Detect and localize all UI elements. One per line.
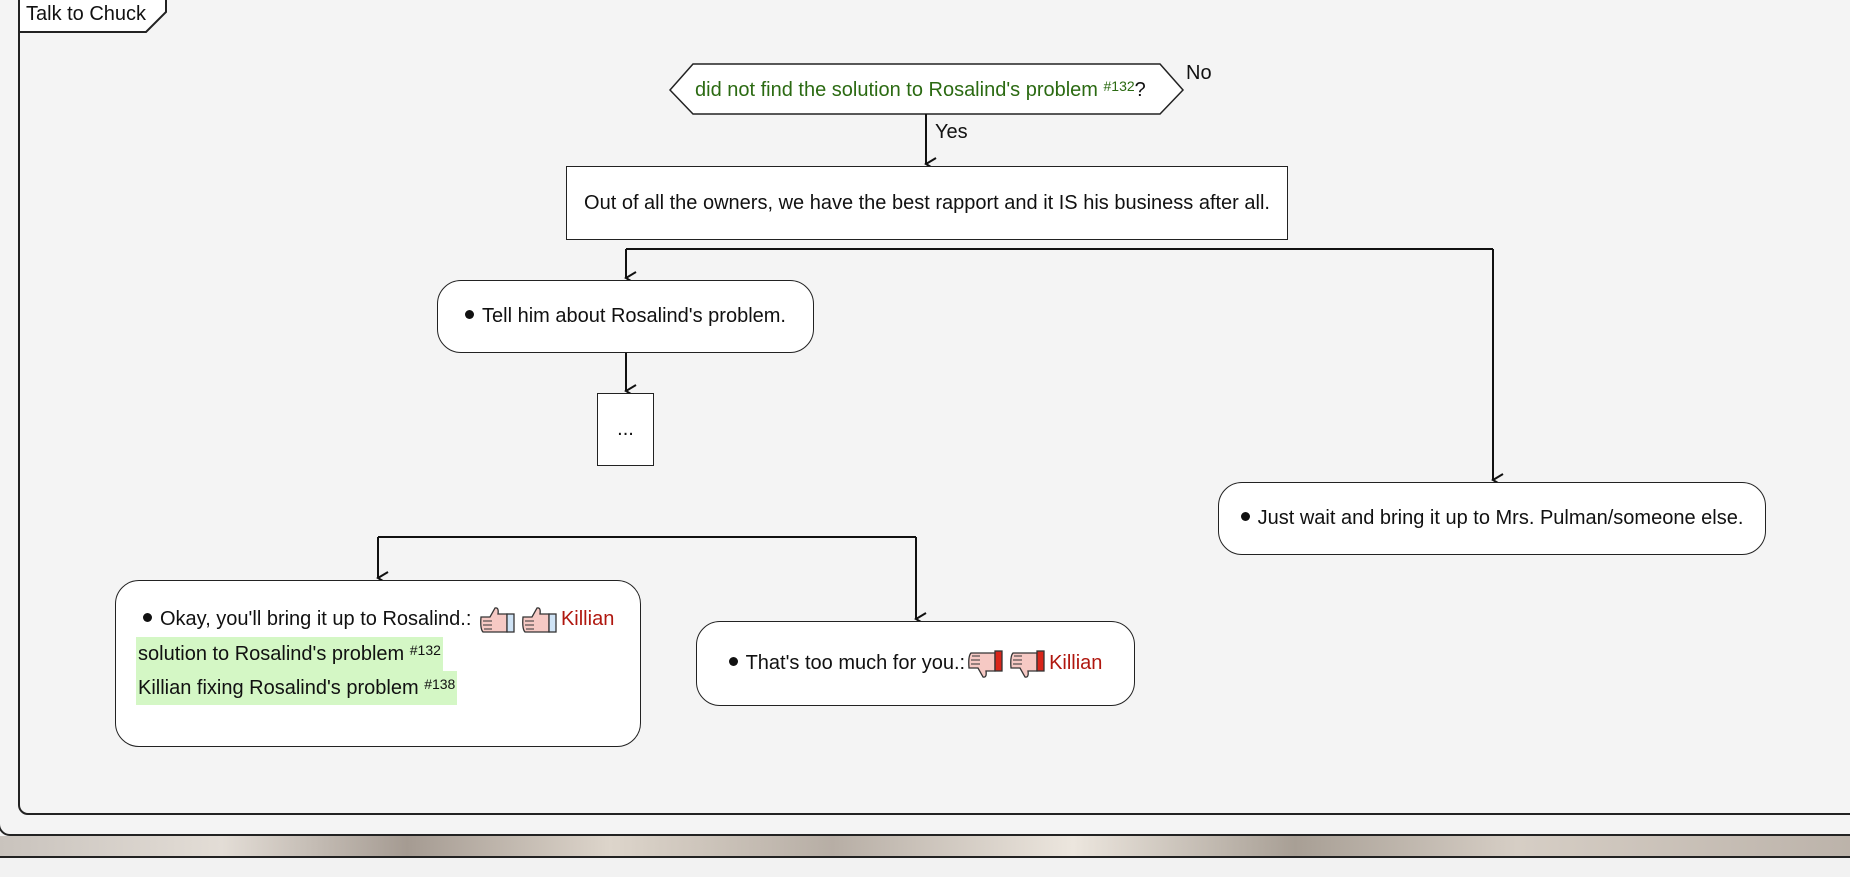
decision-diamond	[668, 63, 1185, 115]
thumbs-up-icon	[480, 606, 515, 633]
flag-text: Killian fixing Rosalind's problem	[138, 677, 419, 699]
flag-ref: #132	[409, 642, 441, 658]
outcome-toomuch-text: That's too much for you.:	[745, 652, 966, 674]
frame-title-tab: Talk to Chuck	[18, 0, 168, 33]
outcome-okay-line: Okay, you'll bring it up to Rosalind.: K…	[143, 603, 640, 635]
bullet-icon	[1240, 512, 1250, 521]
continuation-text: ...	[617, 418, 634, 440]
flag-item: Killian fixing Rosalind's problem #138	[136, 671, 458, 705]
character-name: Killian	[560, 608, 615, 630]
no-label: No	[1186, 62, 1212, 84]
condition-text: did not find the solution to Rosalind's …	[695, 79, 1098, 101]
thumbs-down-icon	[968, 649, 1003, 678]
flag-item: solution to Rosalind's problem #132	[136, 637, 443, 671]
thumbs-up-icon	[522, 606, 557, 633]
bullet-icon	[143, 613, 152, 623]
yes-label: Yes	[935, 121, 968, 143]
condition-ref: #132	[1103, 78, 1135, 94]
flag-list: solution to Rosalind's problem #132 Kill…	[136, 637, 640, 705]
flag-text: solution to Rosalind's problem	[138, 643, 405, 665]
bullet-icon	[465, 310, 475, 319]
tab-outline	[18, 0, 167, 33]
diagram-frame	[18, 0, 1850, 815]
flag-ref: #138	[424, 676, 456, 692]
thumbs-down-icon	[1010, 649, 1045, 678]
statement-text: Out of all the owners, we have the best …	[584, 191, 1270, 214]
decision-condition: did not find the solution to Rosalind's …	[695, 78, 1146, 102]
outcome-okay[interactable]: Okay, you'll bring it up to Rosalind.: K…	[115, 580, 641, 747]
bottom-bar	[0, 856, 1850, 877]
condition-suffix: ?	[1134, 79, 1146, 101]
outcome-toomuch[interactable]: That's too much for you.: Killian	[696, 621, 1135, 706]
continuation-box: ...	[597, 393, 654, 466]
choice-tell[interactable]: Tell him about Rosalind's problem.	[437, 280, 814, 353]
outer-frame	[0, 0, 1850, 836]
outcome-okay-text: Okay, you'll bring it up to Rosalind.:	[160, 608, 472, 630]
choice-wait-text: Just wait and bring it up to Mrs. Pulman…	[1257, 507, 1744, 529]
character-name: Killian	[1049, 652, 1103, 674]
choice-tell-text: Tell him about Rosalind's problem.	[482, 305, 786, 327]
statement-box: Out of all the owners, we have the best …	[566, 166, 1288, 240]
choice-wait[interactable]: Just wait and bring it up to Mrs. Pulman…	[1218, 482, 1766, 555]
bullet-icon	[728, 657, 738, 666]
frame-title: Talk to Chuck	[26, 3, 147, 25]
